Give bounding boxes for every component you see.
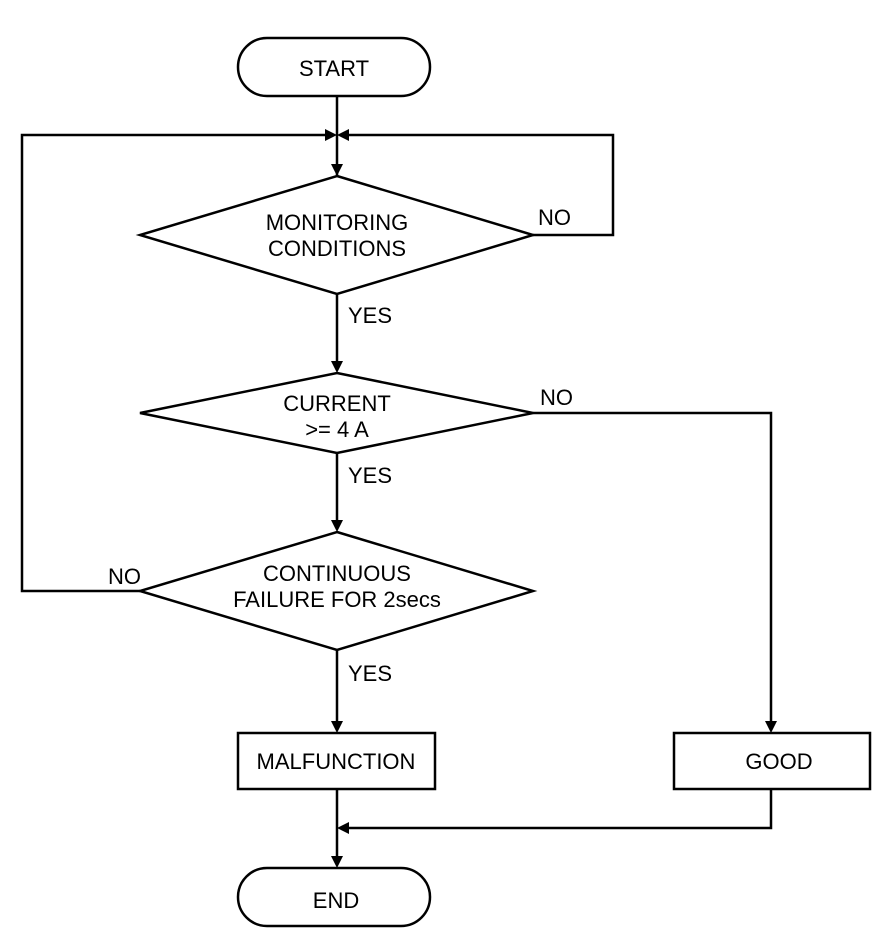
arrow-continuous-no (325, 129, 337, 141)
start-node: START (236, 36, 432, 98)
malfunction-label: MALFUNCTION (257, 749, 416, 774)
continuous-line2: FAILURE FOR 2secs (233, 587, 441, 612)
current-no-label: NO (540, 385, 573, 410)
edge-good-to-end (348, 789, 773, 830)
arrow-into-current (331, 361, 343, 373)
decision-current: CURRENT >= 4 A (139, 371, 534, 455)
end-node: END (236, 866, 432, 928)
end-label: END (313, 888, 359, 913)
monitoring-no-label: NO (538, 205, 571, 230)
current-line2: >= 4 A (305, 417, 369, 442)
decision-continuous: CONTINUOUS FAILURE FOR 2secs (135, 530, 538, 652)
current-yes-label: YES (348, 463, 392, 488)
arrow-monitoring-no (337, 129, 349, 141)
current-line1: CURRENT (283, 391, 391, 416)
edge-current-no (533, 411, 773, 721)
arrow-into-good (765, 721, 777, 733)
arrow-into-continuous (331, 520, 343, 532)
edge-monitoring-no-loop (348, 133, 615, 237)
monitoring-yes-label: YES (348, 303, 392, 328)
continuous-line1: CONTINUOUS (263, 561, 411, 586)
arrow-into-malfunction (331, 721, 343, 733)
start-label: START (299, 56, 369, 81)
good-label: GOOD (745, 749, 812, 774)
monitoring-line2: CONDITIONS (268, 236, 406, 261)
monitoring-line1: MONITORING (266, 210, 409, 235)
good-box: GOOD (672, 731, 872, 791)
arrow-into-monitoring (331, 164, 343, 176)
malfunction-box: MALFUNCTION (236, 731, 437, 791)
continuous-no-label: NO (108, 564, 141, 589)
arrow-into-end (331, 856, 343, 868)
continuous-yes-label: YES (348, 661, 392, 686)
arrow-good-merge (337, 822, 349, 834)
decision-monitoring: MONITORING CONDITIONS (135, 174, 538, 296)
edge-continuous-no-loop (20, 133, 326, 593)
